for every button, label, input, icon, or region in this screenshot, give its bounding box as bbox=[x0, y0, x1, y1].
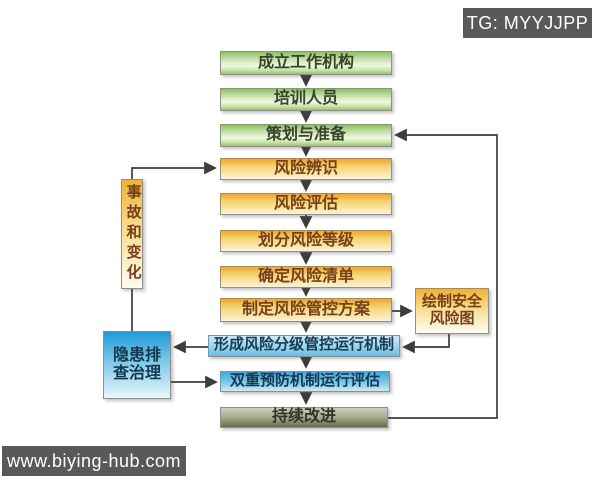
arrow-improve-to-plan-loop bbox=[388, 128, 498, 419]
arrow-map-to-mechanism bbox=[402, 334, 450, 354]
arrow-accident-to-identify bbox=[131, 161, 217, 179]
flow-node-risk-identify: 风险辨识 bbox=[220, 158, 392, 180]
flow-node-dual-prevention-evaluation: 双重预防机制运行评估 bbox=[220, 371, 390, 392]
flow-node-continuous-improve: 持续改进 bbox=[220, 407, 388, 428]
flow-node-safety-risk-map: 绘制安全风险图 bbox=[415, 288, 489, 334]
flow-node-plan-prepare: 策划与准备 bbox=[220, 124, 392, 147]
flow-node-accident-change: 事故和变化 bbox=[121, 179, 143, 289]
flow-node-hidden-danger-treatment: 隐患排查治理 bbox=[103, 331, 171, 399]
watermark-bottom-left: www.biying-hub.com bbox=[2, 446, 186, 476]
flow-node-control-mechanism: 形成风险分级管控运行机制 bbox=[208, 335, 400, 357]
flow-node-risk-grade: 划分风险等级 bbox=[220, 230, 392, 252]
flow-node-train-personnel: 培训人员 bbox=[220, 88, 392, 111]
flow-node-establish-org: 成立工作机构 bbox=[220, 51, 392, 75]
flow-node-risk-assess: 风险评估 bbox=[220, 193, 392, 215]
flow-node-control-scheme: 制定风险管控方案 bbox=[220, 298, 392, 322]
watermark-top-right: TG: MYYJJPP bbox=[463, 8, 592, 38]
flow-node-risk-list: 确定风险清单 bbox=[220, 266, 392, 288]
